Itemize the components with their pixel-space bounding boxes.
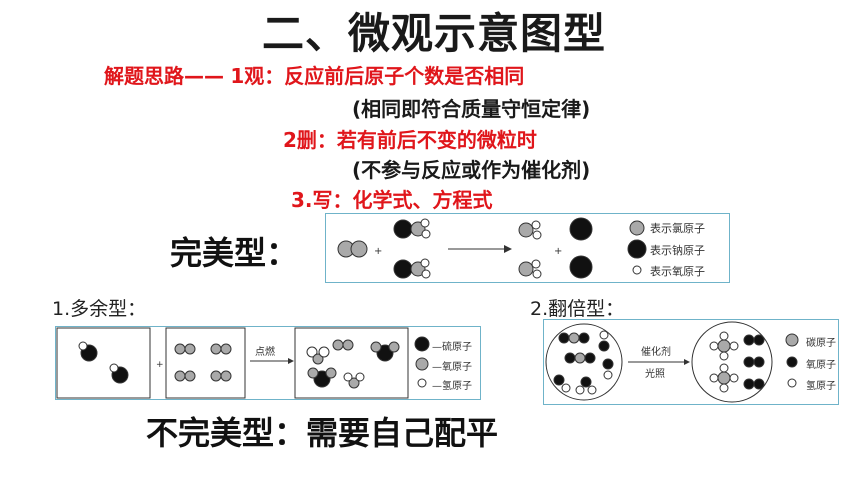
svg-text:+: + <box>374 246 382 257</box>
step1-text: 反应前后原子个数是否相同 <box>284 64 525 88</box>
perfect-legend-oxygen: 表示氧原子 <box>650 265 705 278</box>
step1-number: 1观： <box>230 64 285 88</box>
imperfect-type-label: 不完美型：需要自己配平 <box>146 414 499 452</box>
double-diagram-svg <box>545 321 799 403</box>
double-diagram: 催化剂 光照 碳原子 氧原子 氢原子 <box>543 319 839 405</box>
excess-legend-hydrogen: —氢原子 <box>432 381 472 392</box>
step3-text: 化学式、方程式 <box>352 188 493 212</box>
excess-diagram-svg: + <box>56 327 430 399</box>
step2-number: 2删： <box>283 128 337 152</box>
excess-legend-sulfur: —硫原子 <box>432 342 472 353</box>
perfect-diagram-svg: + + <box>337 217 647 279</box>
perfect-legend-sodium: 表示钠原子 <box>650 244 705 257</box>
perfect-legend-chlorine: 表示氯原子 <box>650 222 705 235</box>
double-legend-oxygen: 氧原子 <box>806 360 836 371</box>
double-condition-top: 催化剂 <box>641 347 671 358</box>
excess-type-label: 1.多余型： <box>52 298 147 320</box>
steps-line-1: 解题思路—— 1观：反应前后原子个数是否相同 <box>104 60 524 89</box>
steps-intro: 解题思路—— <box>104 64 224 88</box>
perfect-type-label: 完美型： <box>170 234 299 272</box>
steps-line-2: 2删：若有前后不变的微粒时 <box>283 124 537 153</box>
excess-legend-oxygen: —氧原子 <box>432 362 472 373</box>
excess-diagram: + 点燃 <box>55 326 481 400</box>
excess-condition: 点燃 <box>255 347 275 358</box>
svg-text:+: + <box>156 360 164 370</box>
step1-note: (相同即符合质量守恒定律) <box>352 97 591 121</box>
svg-text:+: + <box>554 246 562 257</box>
steps-line-3: 3.写：化学式、方程式 <box>291 184 493 213</box>
perfect-diagram: + + 表示氯原 <box>325 213 730 283</box>
step2-text: 若有前后不变的微粒时 <box>336 128 537 152</box>
double-condition-bottom: 光照 <box>645 369 665 380</box>
double-type-label: 2.翻倍型： <box>530 298 625 320</box>
double-legend-carbon: 碳原子 <box>806 338 836 349</box>
step3-number: 3.写： <box>291 188 353 212</box>
double-legend-hydrogen: 氢原子 <box>806 381 836 392</box>
page-title: 二、微观示意图型 <box>262 9 607 58</box>
step2-note: (不参与反应或作为催化剂) <box>352 158 591 182</box>
